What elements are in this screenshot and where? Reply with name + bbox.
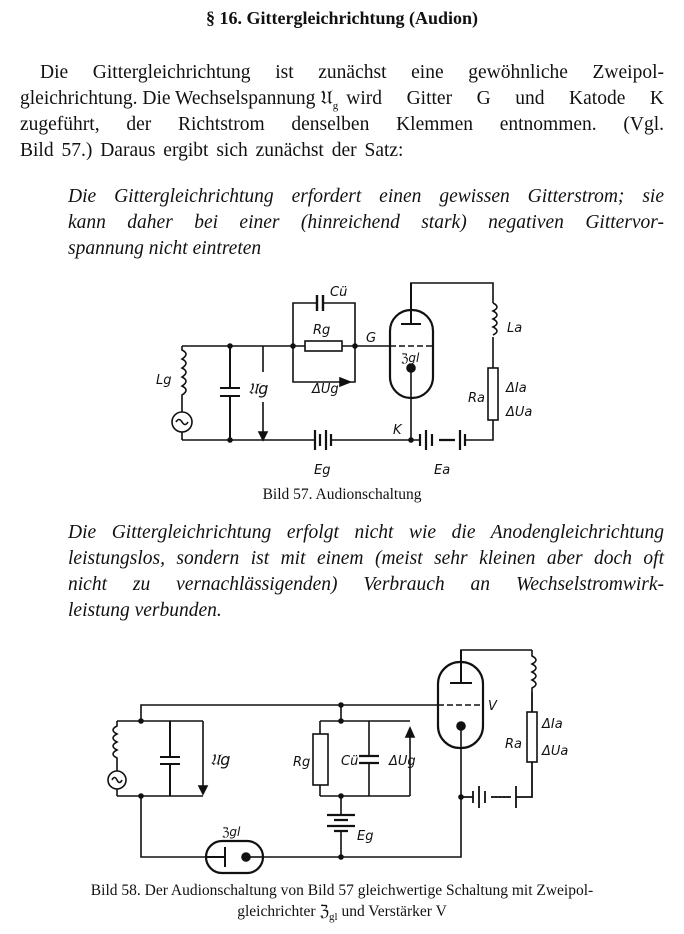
capacitor-cu-icon <box>315 295 325 311</box>
inductor-la-icon <box>491 302 498 336</box>
theorem-line: leistungslos, sondern ist mit einem (mei… <box>68 548 664 569</box>
label-la: La <box>507 321 522 336</box>
section-heading: § 16. Gittergleichrichtung (Audion) <box>206 8 478 28</box>
label-eg: Eg <box>314 463 330 478</box>
paragraph-line: zugeführt, der Richtstrom denselben Klem… <box>20 114 664 135</box>
capacitor-icon <box>160 721 180 796</box>
resistor-rg-icon <box>304 340 343 352</box>
caption-symbol: ℨ <box>319 903 329 920</box>
arrowhead-icon <box>404 726 416 738</box>
theorem-line: Die Gittergleichrichtung erfolgt nicht w… <box>68 522 664 543</box>
figure-58-circuit: 𝔘g Rg Cü ΔUg V Ra ΔIa ΔUa ℨgl Eg <box>107 649 568 875</box>
sine-icon <box>111 776 123 784</box>
paragraph-line: gleichrichtung. Die Wechselspannung 𝔘g w… <box>20 86 664 119</box>
figure-58-caption-line1: Bild 58. Der Audionschaltung von Bild 57… <box>90 882 594 899</box>
theorem-line: leistung verbunden. <box>68 600 222 621</box>
label-lg: Lg <box>156 373 172 388</box>
label-eg: Eg <box>357 829 373 844</box>
label-zgl: ℨgl <box>400 351 420 365</box>
symbol: 𝔘 <box>320 88 333 109</box>
battery-eg-icon <box>327 813 355 833</box>
caption-symbol-sub: gl <box>329 911 338 924</box>
resistor-ra-icon <box>526 711 538 763</box>
label-ug: 𝔘g <box>210 750 230 769</box>
capacitor-icon <box>220 346 240 440</box>
label-delta-ug: ΔUg <box>388 754 416 769</box>
text-segment: wird Gitter G und Katode K <box>346 88 664 109</box>
arrowhead-icon <box>257 431 269 442</box>
label-ug: 𝔘g <box>248 379 268 398</box>
paragraph-line: Bild 57.) Daraus ergibt sich zunächst de… <box>20 140 404 161</box>
theorem-line: spannung nicht eintreten <box>68 238 262 259</box>
inductor-lg-icon <box>180 346 187 440</box>
label-delta-ug: ΔUg <box>311 382 339 397</box>
figure-58-caption-line2: gleichrichter ℨgl und Verstärker V <box>0 902 684 923</box>
inductor-icon <box>112 721 119 796</box>
label-ra: Ra <box>468 391 485 406</box>
caption-text: gleichrichter <box>237 903 320 920</box>
label-rg: Rg <box>313 323 330 338</box>
label-v: V <box>488 699 498 714</box>
label-delta-ua: ΔUa <box>541 744 568 759</box>
capacitor-cu-icon <box>359 754 379 765</box>
ac-source-icon <box>107 770 127 790</box>
symbol-ug: 𝔘g <box>320 86 338 119</box>
text-segment: gleichrichtung. Die Wechselspannung <box>20 88 321 109</box>
label-delta-ia: ΔIa <box>505 381 527 396</box>
symbol-sub: g <box>332 99 339 112</box>
arrowhead-icon <box>197 785 209 796</box>
inductor-la-icon <box>530 650 537 692</box>
caption-text: und Verstärker V <box>337 903 447 920</box>
bias-network <box>319 705 410 857</box>
label-cu: Cü <box>341 754 358 769</box>
sine-icon <box>175 418 189 426</box>
theorem-line: kann daher bei einer (hinreichend stark)… <box>68 212 664 233</box>
theorem-line: nicht zu vernachlässigenden) Verbrauch a… <box>68 574 664 595</box>
parallel-network <box>292 302 356 383</box>
label-ra: Ra <box>505 737 522 752</box>
label-k: K <box>393 423 403 438</box>
label-ea: Ea <box>434 463 450 478</box>
label-delta-ua: ΔUa <box>505 405 532 420</box>
paragraph-line: Die Gittergleichrichtung ist zunächst ei… <box>40 62 664 83</box>
figure-57-circuit: Cü Rg G Lg 𝔘g ΔUg ℨgl La Ra ΔIa ΔUa K Eg… <box>156 282 532 478</box>
resistor-ra-icon <box>487 367 499 421</box>
battery-ea-icon <box>418 430 467 450</box>
arrowhead-icon <box>339 376 353 388</box>
theorem-line: Die Gittergleichrichtung erfordert einen… <box>68 186 664 207</box>
ac-source-icon <box>171 411 193 433</box>
label-g: G <box>366 331 376 346</box>
resistor-rg-icon <box>312 733 329 786</box>
figure-57-caption: Bild 57. Audionschaltung <box>262 486 422 503</box>
label-rg: Rg <box>293 755 310 770</box>
label-delta-ia: ΔIa <box>541 717 563 732</box>
label-zgl: ℨgl <box>221 825 241 839</box>
label-cu: Cü <box>330 285 347 300</box>
wires <box>182 282 494 441</box>
battery-eg-icon <box>313 430 333 450</box>
